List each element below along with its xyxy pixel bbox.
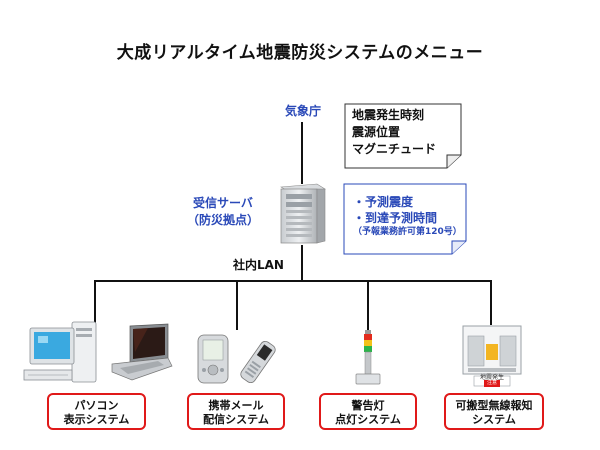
diagram-title: 大成リアルタイム地震防災システムのメニュー: [116, 43, 484, 63]
note-paper-icon: [344, 103, 462, 169]
system-wireless-line2: システム: [472, 413, 516, 426]
system-pc-line1: パソコン: [74, 399, 119, 412]
trunk-line-top: [301, 122, 303, 184]
lan-label: 社内LAN: [233, 258, 284, 272]
note-line-magnitude: マグニチュード: [352, 142, 437, 156]
pda-phone-icon: [197, 334, 229, 384]
note-line-permit: （予報業務許可第120号）: [353, 227, 462, 237]
server-label-line1: 受信サーバ: [193, 196, 253, 210]
system-mobile-line1: 携帯メール: [208, 399, 264, 412]
lan-bus-line: [94, 280, 492, 282]
desktop-pc-icon: [23, 321, 97, 383]
system-box-warning-lamp: 警告灯 点灯システム: [319, 393, 417, 430]
speaker-caution-badge: 注意: [484, 380, 500, 387]
system-box-portable-wireless: 可搬型無線報知 システム: [444, 393, 544, 430]
drop-line-speaker: [490, 280, 492, 325]
drop-line-lamp: [367, 280, 369, 330]
flip-phone-icon: [240, 340, 276, 384]
note-forecast: ・予測震度 ・到達予測時間 （予報業務許可第120号）: [353, 194, 463, 239]
system-lamp-line1: 警告灯: [351, 399, 385, 412]
trunk-line-bottom: [301, 245, 303, 281]
note-quake-info: 地震発生時刻 震源位置 マグニチュード: [352, 107, 457, 158]
note-forecast-paper-icon: [343, 183, 467, 255]
note-line-intensity: ・予測震度: [353, 195, 414, 209]
server-label: 受信サーバ （防災拠点）: [183, 195, 263, 229]
system-wireless-line1: 可搬型無線報知: [455, 399, 533, 412]
system-pc-line2: 表示システム: [63, 413, 130, 426]
signal-tower-lamp-icon: [355, 330, 381, 385]
server-label-line2: （防災拠点）: [186, 213, 259, 227]
note-line-time: 地震発生時刻: [352, 108, 425, 122]
server-icon: [280, 183, 326, 244]
laptop-icon: [111, 323, 173, 381]
note-line-epicenter: 震源位置: [352, 125, 401, 139]
note-line-arrival: ・到達予測時間: [353, 211, 438, 225]
speaker-top-label: 地震発生: [479, 374, 504, 381]
drop-line-pc: [94, 280, 96, 325]
portable-speaker-unit-icon: [462, 325, 522, 387]
system-box-mobile-mail: 携帯メール 配信システム: [187, 393, 285, 430]
jma-label: 気象庁: [284, 104, 321, 118]
system-mobile-line2: 配信システム: [203, 413, 269, 426]
drop-line-mobile: [236, 280, 238, 330]
system-box-pc: パソコン 表示システム: [47, 393, 146, 430]
system-lamp-line2: 点灯システム: [335, 413, 401, 426]
